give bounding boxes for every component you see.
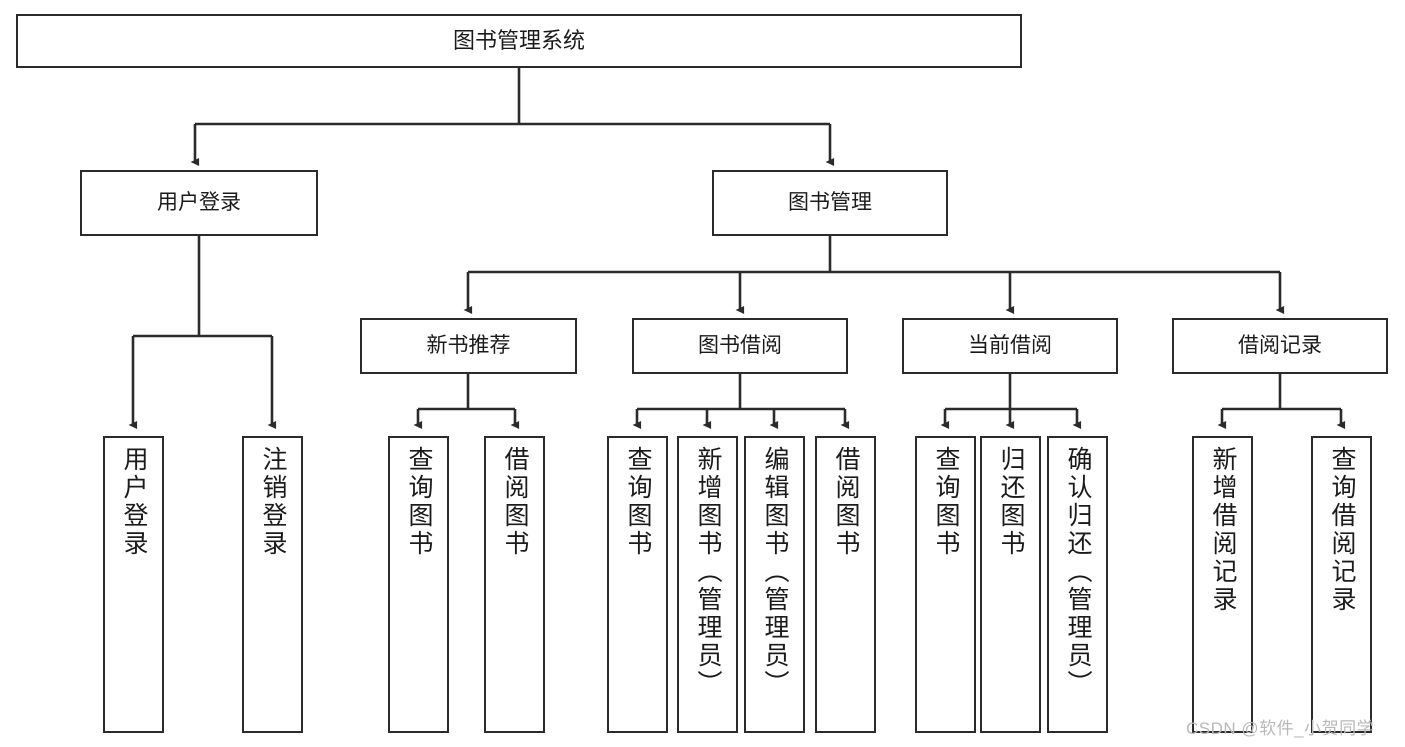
node-new-book-recommendation[interactable]: 新书推荐 [360,318,577,374]
csdn-watermark: CSDN @软件_小贺同学 [1186,719,1375,738]
node-current-borrow[interactable]: 当前借阅 [902,318,1118,374]
node-root[interactable]: 图书管理系统 [16,14,1022,68]
node-root-label: 图书管理系统 [452,28,585,54]
edge-group-new-book-rec [413,374,520,430]
node-leaf-return-book[interactable]: 归还图书 [980,436,1041,733]
node-leaf-query-book-3[interactable]: 查询图书 [915,436,976,733]
node-leaf-borrow-book-1[interactable]: 借阅图书 [484,436,545,733]
node-leaf-query-book-3-label: 查询图书 [932,446,960,558]
edge-group-book-borrow [632,374,850,430]
node-leaf-add-record[interactable]: 新增借阅记录 [1192,436,1253,733]
node-leaf-logout[interactable]: 注销登录 [242,436,303,733]
node-borrow-record-label: 借阅记录 [1238,333,1322,357]
node-leaf-edit-book[interactable]: 编辑图书（管理员） [744,436,805,733]
node-leaf-query-book-2-label: 查询图书 [624,446,652,558]
node-leaf-add-book[interactable]: 新增图书（管理员） [677,436,738,733]
node-leaf-query-book-1[interactable]: 查询图书 [388,436,449,733]
node-book-manage[interactable]: 图书管理 [712,170,948,236]
node-leaf-return-book-label: 归还图书 [997,446,1025,558]
node-leaf-user-login-label: 用户登录 [120,446,148,558]
node-book-borrow-label: 图书借阅 [698,333,782,357]
node-leaf-add-book-label: 新增图书（管理员） [694,446,722,698]
node-leaf-confirm-return-label: 确认归还（管理员） [1064,446,1092,698]
node-book-borrow[interactable]: 图书借阅 [632,318,848,374]
edge-group-current-borrow [940,374,1082,430]
node-leaf-borrow-book-2[interactable]: 借阅图书 [815,436,876,733]
node-leaf-user-login[interactable]: 用户登录 [103,436,164,733]
node-borrow-record[interactable]: 借阅记录 [1172,318,1388,374]
node-leaf-query-book-2[interactable]: 查询图书 [607,436,668,733]
edge-group-borrow-record [1217,374,1346,430]
edge-group-root [190,68,835,167]
node-book-manage-label: 图书管理 [788,190,872,214]
node-leaf-query-record-label: 查询借阅记录 [1328,446,1356,614]
node-current-borrow-label: 当前借阅 [968,333,1052,357]
node-new-book-recommendation-label: 新书推荐 [426,333,511,357]
node-user-login[interactable]: 用户登录 [80,170,318,236]
node-leaf-query-record[interactable]: 查询借阅记录 [1311,436,1372,733]
node-leaf-borrow-book-2-label: 借阅图书 [832,446,860,558]
node-leaf-edit-book-label: 编辑图书（管理员） [761,446,789,698]
node-leaf-borrow-book-1-label: 借阅图书 [501,446,529,558]
node-leaf-logout-label: 注销登录 [259,446,287,558]
edge-group-book-manage [463,236,1285,315]
node-leaf-query-book-1-label: 查询图书 [405,446,433,558]
node-leaf-confirm-return[interactable]: 确认归还（管理员） [1047,436,1108,733]
edge-group-user-login [128,236,277,430]
node-leaf-add-record-label: 新增借阅记录 [1209,446,1237,614]
node-user-login-label: 用户登录 [157,190,241,214]
